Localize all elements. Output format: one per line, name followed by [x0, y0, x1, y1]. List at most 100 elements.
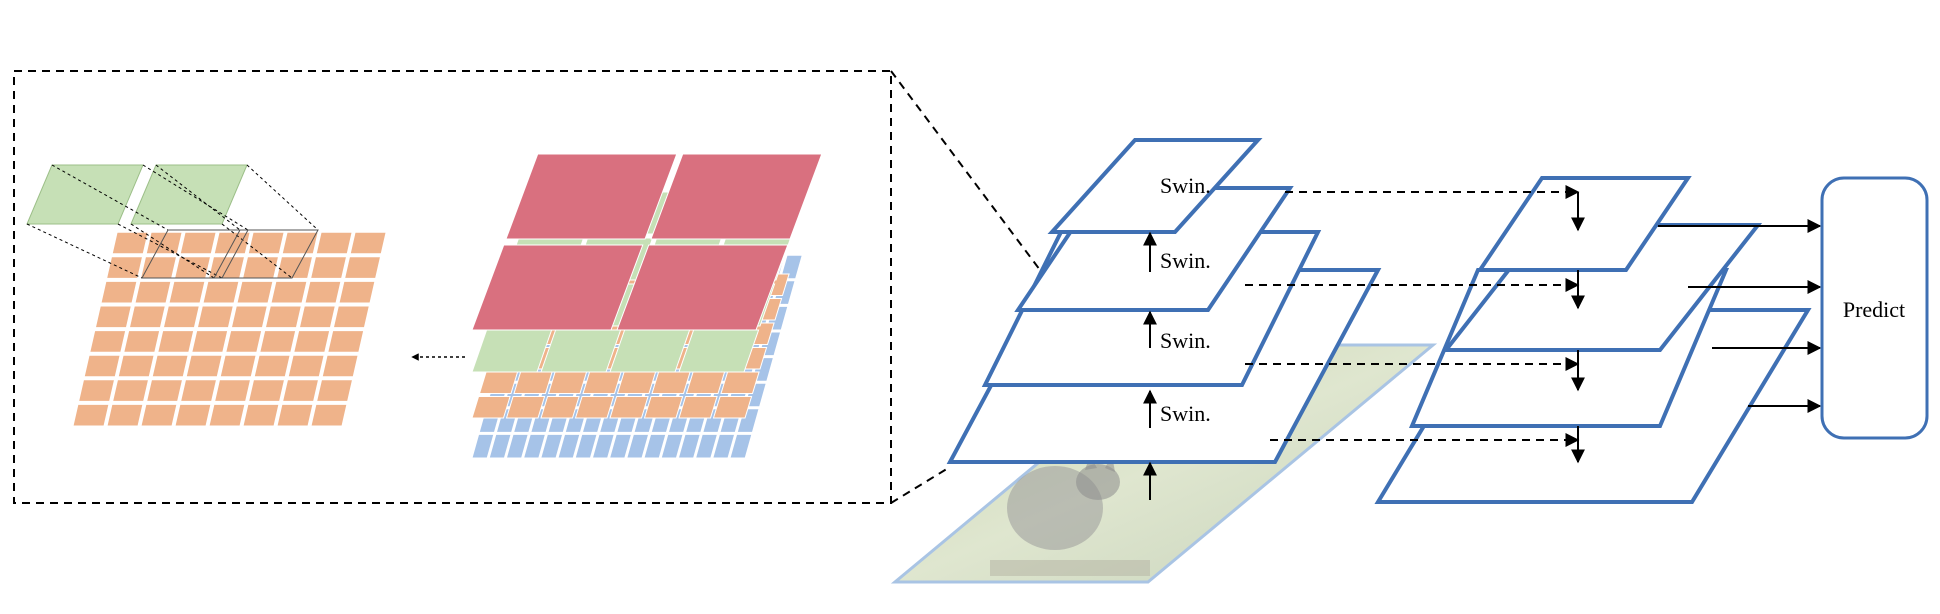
patch-tile — [157, 330, 195, 353]
patch-tile — [162, 305, 200, 329]
patch-tile — [134, 280, 172, 304]
patch-tile — [168, 280, 206, 304]
patch-tile — [219, 354, 257, 378]
patch-tile — [275, 256, 314, 279]
patch-tile — [145, 231, 183, 255]
patch-tile — [729, 433, 753, 459]
patch-tile — [327, 330, 365, 353]
patch-tile — [616, 371, 657, 394]
window-outline — [213, 229, 319, 279]
window-tile — [26, 164, 144, 225]
patch-tile — [77, 379, 116, 402]
patch-tile — [609, 396, 649, 419]
patch-tile — [343, 256, 382, 279]
patch-tile — [236, 280, 274, 304]
window-tile — [130, 164, 248, 225]
projection-line — [246, 164, 319, 231]
patch-tile — [208, 403, 246, 427]
patch-tile — [111, 379, 150, 402]
patch-tile — [685, 371, 726, 394]
patch-tile — [253, 354, 291, 378]
patch-tile — [179, 231, 217, 255]
patch-tile — [281, 379, 320, 402]
patch-tile — [643, 433, 667, 459]
patch-tile — [293, 330, 331, 353]
zoom-detail-box — [13, 70, 1041, 504]
patch-tile — [196, 305, 234, 329]
patch-tile — [471, 433, 495, 459]
patch-tile — [128, 305, 166, 329]
patch-tile — [241, 256, 280, 279]
patch-tile — [694, 433, 719, 459]
patch-tile — [207, 256, 246, 279]
predict-label: Predict — [1843, 297, 1905, 322]
patch-tile — [139, 256, 178, 279]
swin-label: Swin. — [1160, 401, 1211, 426]
patch-tile — [471, 329, 553, 373]
patch-tile — [230, 305, 268, 329]
patch-tile — [720, 371, 760, 394]
patch-tile — [650, 153, 823, 240]
patch-tile — [191, 330, 229, 353]
backbone-stage — [1047, 138, 1263, 234]
patch-tile — [540, 396, 580, 419]
projection-line — [142, 164, 249, 231]
patch-tile — [712, 433, 736, 459]
patch-tile — [626, 433, 650, 459]
patch-tile — [779, 254, 803, 280]
patch-tile — [106, 403, 144, 427]
window-grid-red — [471, 153, 823, 331]
patch-tile — [287, 354, 325, 378]
patch-tile — [202, 280, 240, 304]
patch-tile — [488, 433, 512, 459]
patch-grid-orange-left — [72, 231, 387, 427]
patch-tile — [505, 433, 529, 459]
swin-label: Swin. — [1160, 328, 1211, 353]
patch-tile — [332, 305, 370, 329]
patch-tile — [609, 329, 691, 373]
patch-tile — [505, 153, 678, 240]
patch-tile — [574, 396, 615, 419]
patch-tile — [247, 379, 286, 402]
patch-tile — [100, 280, 138, 304]
patch-tile — [471, 244, 644, 331]
swin-backbone: Swin. Swin. Swin. Swin. — [946, 138, 1382, 500]
patch-tile — [678, 329, 760, 373]
patch-tile — [547, 371, 588, 394]
patch-tile — [264, 305, 302, 329]
patch-tile — [309, 256, 348, 279]
patch-tile — [270, 280, 308, 304]
patch-tile — [574, 433, 598, 459]
patch-tile — [540, 433, 564, 459]
patch-tile — [643, 396, 684, 419]
feature-pyramid — [1245, 176, 1822, 504]
patch-tile — [281, 231, 319, 255]
patch-tile — [478, 371, 519, 394]
patch-tile — [259, 330, 297, 353]
patch-tile — [298, 305, 336, 329]
patch-tile — [117, 354, 155, 378]
patch-tile — [582, 371, 622, 394]
patch-tile — [304, 280, 342, 304]
patch-tile — [660, 433, 684, 459]
patch-tile — [242, 403, 280, 427]
patch-tile — [83, 354, 121, 378]
patch-tile — [677, 433, 701, 459]
projection-line — [221, 223, 293, 279]
patch-tile — [513, 371, 553, 394]
patch-tile — [557, 433, 581, 459]
patch-tile — [111, 231, 149, 255]
patch-tile — [522, 433, 547, 459]
patch-tile — [179, 379, 218, 402]
patch-tile — [349, 231, 387, 255]
merged-windows-green — [26, 164, 319, 279]
predict-box: Predict — [1820, 176, 1929, 440]
patch-tile — [225, 330, 263, 353]
swin-label: Swin. — [1160, 248, 1211, 273]
patch-tile — [140, 403, 178, 427]
patch-tile — [247, 231, 285, 255]
patch-tile — [145, 379, 184, 402]
swin-label: Swin. — [1160, 173, 1211, 198]
patch-tile — [471, 396, 511, 419]
